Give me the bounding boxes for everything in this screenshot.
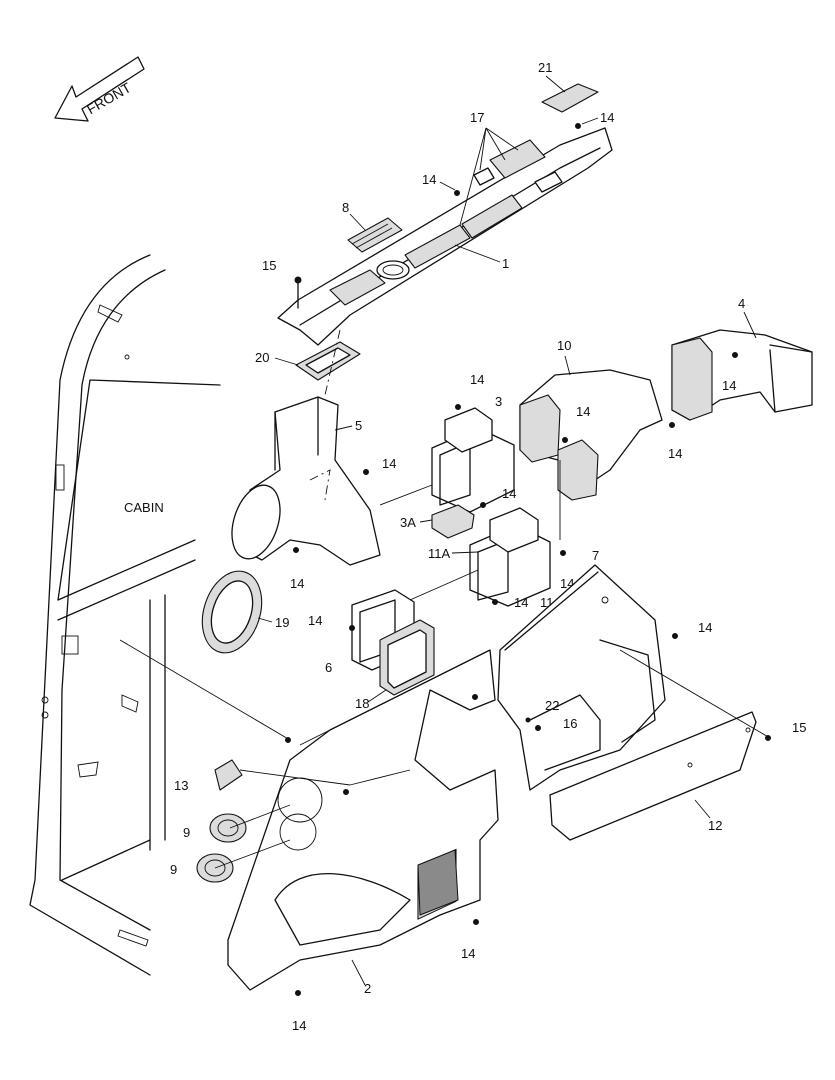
part-1-upper-panel: 1 17 14 14 — [277, 110, 614, 346]
callout-5: 5 — [355, 418, 362, 433]
callout-9-lower: 9 — [170, 862, 177, 877]
callout-20: 20 — [255, 350, 269, 365]
part-19-oval-ring: 19 14 — [201, 484, 304, 654]
front-direction-arrow: FRONT — [54, 56, 145, 122]
part-2-grille — [417, 849, 459, 916]
part-2-main-panel: 2 14 14 — [227, 649, 499, 1033]
callout-14-i: 14 — [461, 946, 475, 961]
part-9-grommets: 9 9 — [170, 813, 247, 883]
callout-14-e: 14 — [722, 378, 736, 393]
part-7-side-panel: 7 14 22 16 — [497, 548, 712, 791]
callout-14-duct: 14 — [382, 456, 396, 471]
part-10-duct: 10 14 14 — [519, 338, 682, 501]
cabin-label: CABIN — [124, 500, 164, 515]
part-20-gasket: 20 — [255, 329, 361, 396]
part-12-lower-trim: 12 15 — [549, 711, 806, 841]
part-3-bracket: 3 14 14 3A — [400, 372, 516, 539]
callout-19: 19 — [275, 615, 289, 630]
part-8-louver: 8 — [342, 200, 403, 253]
callout-14-ring: 14 — [290, 576, 304, 591]
vent-slats — [404, 139, 563, 269]
callout-12: 12 — [708, 818, 722, 833]
callout-9-upper: 9 — [183, 825, 190, 840]
part-4-elbow-duct: 4 14 — [671, 296, 813, 421]
callout-4: 4 — [738, 296, 745, 311]
screw-markers — [285, 694, 478, 795]
callout-14-top-mid: 14 — [422, 172, 436, 187]
callout-14-d1: 14 — [576, 404, 590, 419]
part-21-pad: 21 — [538, 60, 599, 113]
callout-14-b2: 14 — [502, 486, 516, 501]
callout-14-h: 14 — [292, 1018, 306, 1033]
callout-22: 22 — [545, 698, 559, 713]
part-15-screw-top: 15 — [262, 258, 302, 309]
callout-6: 6 — [325, 660, 332, 675]
callout-14-c1: 14 — [514, 595, 528, 610]
callout-1: 1 — [502, 256, 509, 271]
callout-17: 17 — [470, 110, 484, 125]
callout-11a: 11A — [428, 546, 450, 561]
callout-14-d2: 14 — [668, 446, 682, 461]
assembly-leader-lines — [119, 460, 771, 869]
callout-13: 13 — [174, 778, 188, 793]
cabin-frame: CABIN — [29, 254, 221, 976]
callout-14-g: 14 — [698, 620, 712, 635]
callout-7: 7 — [592, 548, 599, 563]
part-18-frame: 18 — [355, 619, 435, 711]
callout-10: 10 — [557, 338, 571, 353]
callout-14-top-right: 14 — [600, 110, 614, 125]
part-13-clip: 13 — [174, 759, 243, 793]
part-11-bracket: 11A 11 14 14 — [428, 507, 574, 610]
callout-3: 3 — [495, 394, 502, 409]
callout-16: 16 — [563, 716, 577, 731]
callout-18: 18 — [355, 696, 369, 711]
callout-14-f: 14 — [308, 613, 322, 628]
callout-15-top: 15 — [262, 258, 276, 273]
callout-21: 21 — [538, 60, 552, 75]
callout-14-b1: 14 — [470, 372, 484, 387]
callout-15-right: 15 — [792, 720, 806, 735]
callout-3a: 3A — [400, 515, 416, 530]
callout-2: 2 — [364, 981, 371, 996]
callout-8: 8 — [342, 200, 349, 215]
front-label: FRONT — [84, 79, 134, 117]
